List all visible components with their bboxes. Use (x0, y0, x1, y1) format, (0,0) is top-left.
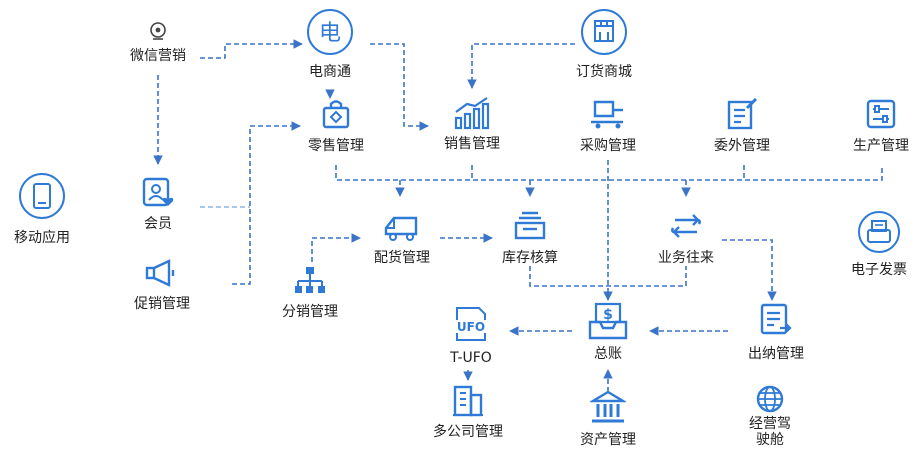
printer-icon (514, 211, 546, 240)
dian-glyph: 电 (319, 21, 341, 46)
invoice-printer-icon (858, 211, 900, 253)
node-ledger-label: 总账 (594, 346, 622, 362)
settings-sliders-icon (866, 99, 896, 129)
node-branch[interactable]: 分销管理 (270, 264, 350, 320)
member-card-icon (142, 177, 174, 207)
ufo-file-icon: UFO (453, 307, 489, 341)
node-purchase[interactable]: 采购管理 (566, 98, 650, 154)
mobile-phone-icon (19, 173, 65, 219)
node-inventory-label: 库存核算 (502, 250, 558, 266)
edge-business-cashier (722, 239, 777, 301)
building-icon (453, 385, 483, 417)
node-einvoice[interactable]: 电子发票 (838, 210, 920, 278)
node-purchase-label: 采购管理 (580, 138, 636, 154)
node-tufo[interactable]: UFO T-UFO (440, 306, 502, 366)
retail-bag-icon (322, 100, 350, 129)
edge-branch-distribution (311, 233, 361, 262)
bar-chart-icon (454, 97, 490, 130)
node-distribution-label: 配货管理 (374, 250, 430, 266)
node-ordermall-label: 订货商城 (576, 64, 632, 80)
node-tufo-label: T-UFO (450, 350, 492, 366)
org-tree-icon (295, 267, 325, 293)
node-mobile-label: 移动应用 (14, 230, 70, 246)
node-member-label: 会员 (144, 216, 172, 232)
document-edit-icon (727, 98, 758, 130)
cart-icon (591, 100, 623, 129)
node-ecommerce-label: 电商通 (309, 64, 351, 80)
node-mobile[interactable]: 移动应用 (2, 172, 82, 246)
node-inventory[interactable]: 库存核算 (490, 210, 570, 266)
dian-character-icon: 电 (307, 9, 353, 55)
node-cashier-label: 出纳管理 (748, 346, 804, 362)
node-retail[interactable]: 零售管理 (296, 98, 376, 154)
ledger-tray-icon: $ (588, 302, 628, 340)
node-branch-label: 分销管理 (282, 304, 338, 320)
node-multicompany[interactable]: 多公司管理 (428, 384, 508, 440)
globe-icon (756, 385, 784, 413)
node-cockpit[interactable]: 经营驾驶舱 (740, 384, 800, 448)
node-outsourcing-label: 委外管理 (714, 138, 770, 154)
node-einvoice-label: 电子发票 (851, 262, 907, 278)
node-retail-label: 零售管理 (308, 138, 364, 154)
node-production-label: 生产管理 (853, 138, 909, 154)
node-wechat[interactable]: 微信营销 (118, 20, 198, 64)
node-distribution[interactable]: 配货管理 (362, 210, 442, 266)
cashier-doc-icon (760, 303, 792, 335)
storefront-icon (581, 9, 627, 55)
node-promotion-label: 促销管理 (134, 296, 190, 312)
node-assets[interactable]: 资产管理 (566, 390, 650, 448)
svg-text:$: $ (603, 307, 613, 323)
node-promotion[interactable]: 促销管理 (120, 258, 204, 312)
ufo-glyph: UFO (457, 320, 485, 334)
bank-icon (590, 390, 626, 423)
edge-ecommerce-sales (370, 43, 429, 131)
node-outsourcing[interactable]: 委外管理 (702, 98, 782, 154)
edge-ordermall-sales (467, 43, 575, 89)
node-sales-label: 销售管理 (444, 136, 500, 152)
node-sales[interactable]: 销售管理 (432, 96, 512, 152)
wechat-icon (150, 22, 166, 40)
node-ordermall[interactable]: 订货商城 (562, 8, 646, 80)
exchange-arrows-icon (671, 214, 701, 238)
edge-wechat-ecommerce (200, 39, 303, 59)
node-cockpit-label: 经营驾驶舱 (749, 416, 791, 448)
node-production[interactable]: 生产管理 (840, 98, 922, 154)
node-cashier[interactable]: 出纳管理 (734, 302, 818, 362)
node-ledger[interactable]: $ 总账 (576, 302, 640, 362)
node-multicompany-label: 多公司管理 (433, 424, 503, 440)
node-business[interactable]: 业务往来 (646, 210, 726, 266)
node-assets-label: 资产管理 (580, 432, 636, 448)
edge-promotion-retail (232, 121, 301, 285)
node-wechat-label: 微信营销 (130, 48, 186, 64)
megaphone-icon (145, 259, 175, 287)
truck-icon (384, 216, 418, 241)
node-ecommerce[interactable]: 电 电商通 (298, 8, 362, 80)
edge-bus (335, 165, 883, 181)
node-member[interactable]: 会员 (138, 176, 178, 232)
node-business-label: 业务往来 (658, 250, 714, 266)
edge-inventory-ledger (529, 266, 687, 287)
